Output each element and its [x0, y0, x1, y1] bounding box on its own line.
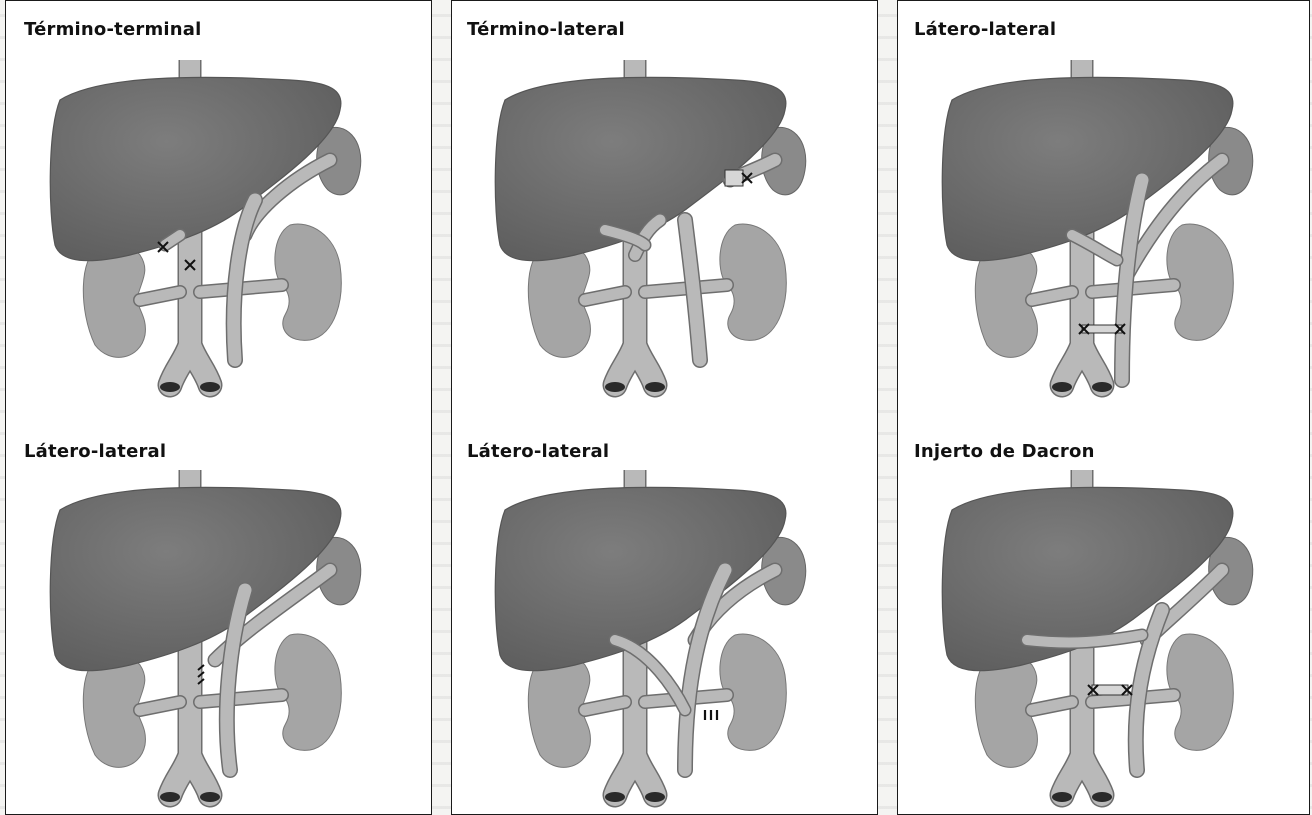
mesenteric-vein — [234, 200, 255, 360]
title-termino-terminal: Término-terminal — [24, 19, 202, 40]
title-latero-lateral-bottom-center: Látero-lateral — [467, 441, 609, 462]
illustration-injerto-de-dacron — [932, 470, 1262, 815]
iliac-right-lumen — [200, 382, 220, 392]
left-renal-vein — [585, 292, 625, 300]
title-termino-lateral: Término-lateral — [467, 19, 625, 40]
left-renal-vein — [140, 702, 180, 710]
illustration-termino-lateral — [485, 60, 815, 405]
iliac-left-lumen — [1052, 382, 1072, 392]
iliac-right-lumen — [1092, 792, 1112, 802]
mesenteric-vein — [685, 220, 700, 360]
iliac-right-lumen — [645, 792, 665, 802]
left-renal-vein — [140, 292, 180, 300]
illustration-latero-lateral-top — [932, 60, 1262, 405]
iliac-right-lumen — [200, 792, 220, 802]
left-renal-vein — [1032, 702, 1072, 710]
title-injerto-de-dacron: Injerto de Dacron — [914, 441, 1095, 462]
illustration-latero-lateral-bottom-center — [485, 470, 815, 815]
side-suture-marks — [705, 710, 717, 720]
iliac-left-lumen — [605, 382, 625, 392]
iliac-left-lumen — [1052, 792, 1072, 802]
iliac-left-lumen — [605, 792, 625, 802]
title-latero-lateral-bottom-left: Látero-lateral — [24, 441, 166, 462]
title-latero-lateral-top: Látero-lateral — [914, 19, 1056, 40]
iliac-right-lumen — [645, 382, 665, 392]
left-renal-vein — [1032, 292, 1072, 300]
illustration-latero-lateral-bottom-left — [40, 470, 370, 815]
illustration-termino-terminal — [40, 60, 370, 405]
iliac-left-lumen — [160, 792, 180, 802]
iliac-right-lumen — [1092, 382, 1112, 392]
iliac-left-lumen — [160, 382, 180, 392]
right-renal-vein — [200, 695, 282, 702]
left-renal-vein — [585, 702, 625, 710]
ligated-stump — [725, 170, 743, 186]
